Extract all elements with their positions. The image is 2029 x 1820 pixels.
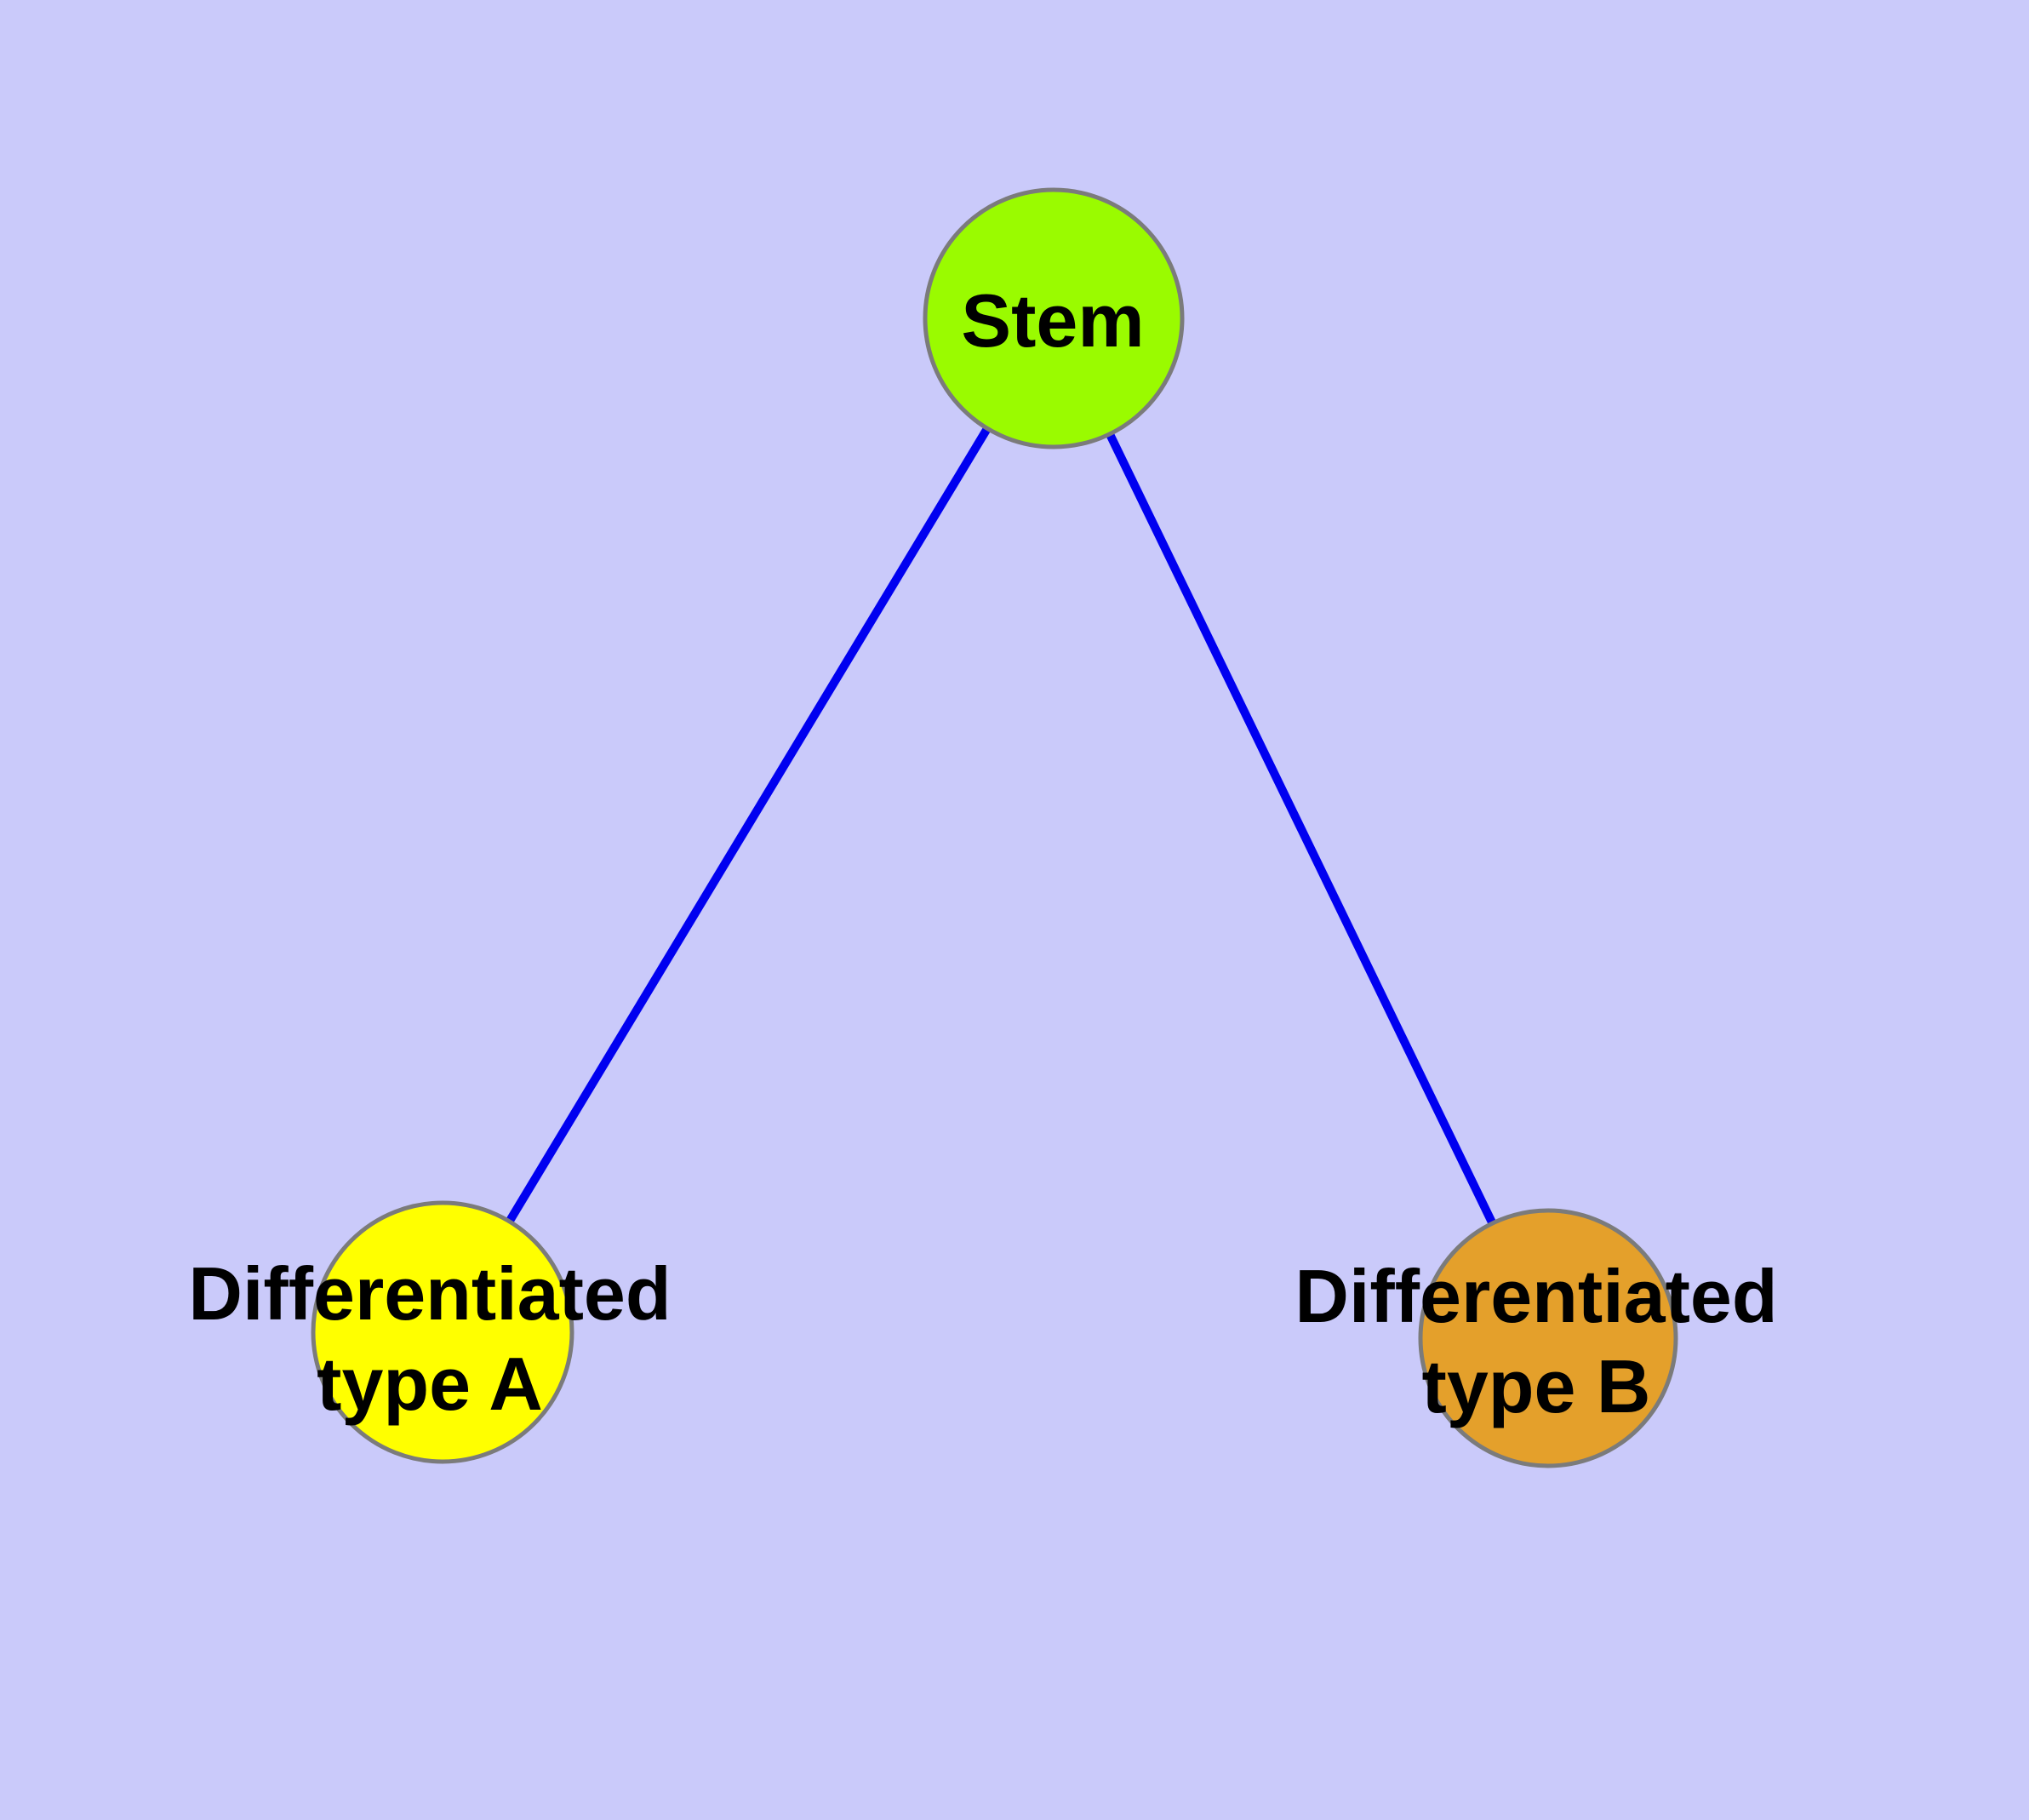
edge-stem-type-a <box>438 316 1058 1335</box>
node-circle-type-b <box>1418 1208 1678 1468</box>
edge-stem-type-b <box>1049 316 1552 1341</box>
node-circle-stem <box>923 187 1185 449</box>
node-circle-type-a <box>311 1200 574 1464</box>
node-label-line: Stem <box>961 278 1145 363</box>
node-label-line: Differentiated <box>1295 1254 1778 1338</box>
node-label-line: Differentiated <box>188 1251 672 1336</box>
node-label-type-a: Differentiated type A <box>188 1249 671 1429</box>
node-label-line: type A <box>317 1342 543 1426</box>
node-label-line: type B <box>1421 1344 1651 1428</box>
node-label-stem: Stem <box>961 276 1144 366</box>
node-label-type-b: Differentiated type B <box>1295 1251 1777 1432</box>
